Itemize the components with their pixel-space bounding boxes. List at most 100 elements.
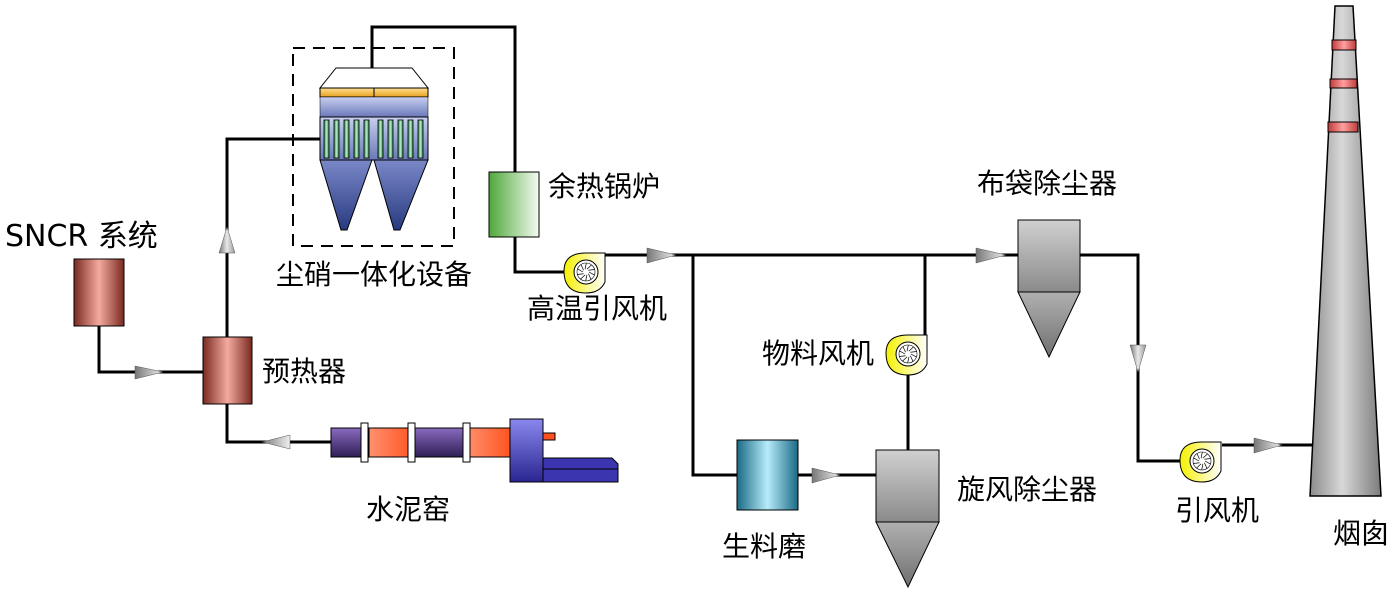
fan-blade	[910, 353, 917, 358]
fan-blade	[899, 350, 906, 355]
arrow-right-icon	[134, 365, 164, 380]
pipe-integrated-boiler	[370, 25, 517, 172]
kiln-segment	[465, 427, 511, 458]
cyclone-hopper	[875, 521, 940, 589]
sncr-system[interactable]	[73, 258, 125, 327]
fan-blade	[906, 344, 909, 352]
kiln-segment	[368, 427, 415, 458]
fan-blade	[580, 274, 586, 280]
boiler-label: 余热锅炉	[548, 170, 660, 203]
fan-blade	[910, 355, 914, 362]
raw-mill-label: 生料磨	[722, 530, 806, 563]
filter-bag	[377, 119, 384, 159]
fan-blade	[577, 268, 584, 273]
arrow-down-icon	[1129, 344, 1147, 373]
integrated-upper-chamber	[319, 96, 429, 118]
cyclone-label: 旋风除尘器	[957, 473, 1097, 506]
filter-bag	[353, 119, 360, 159]
arrow-right-icon	[811, 467, 841, 484]
raw-mill-body	[736, 439, 799, 511]
cement-kiln[interactable]	[330, 418, 619, 483]
fan-blade	[580, 264, 584, 271]
raw-mill[interactable]	[736, 439, 799, 511]
kiln-tyre	[407, 422, 416, 463]
filter-bag	[343, 119, 350, 159]
pipes	[97, 25, 1312, 477]
kiln-label: 水泥窑	[366, 493, 450, 526]
fan-blade	[1193, 462, 1200, 464]
fan-blade	[899, 355, 906, 357]
fan-blade	[588, 273, 592, 280]
fan-blade	[1204, 458, 1211, 460]
integrated-dashed-boundary	[292, 47, 455, 247]
chimney-band	[1331, 39, 1357, 51]
kiln-hood	[509, 418, 544, 483]
bag-filter-label: 布袋除尘器	[977, 167, 1117, 200]
fan-blade	[577, 273, 584, 275]
chimney[interactable]	[1309, 5, 1382, 497]
arrow-up-icon	[218, 226, 236, 254]
filter-bag	[417, 119, 424, 159]
arrow-right-icon	[975, 247, 1007, 264]
fan-blade	[1200, 451, 1203, 459]
filter-bag	[363, 119, 370, 159]
kiln-segment	[413, 427, 467, 458]
preheater[interactable]	[202, 336, 253, 405]
fan-impeller-icon	[573, 259, 599, 285]
fan-blade	[588, 269, 595, 271]
filter-bag	[397, 119, 404, 159]
sncr-label: SNCR 系统	[5, 219, 158, 254]
chimney-band	[1329, 78, 1358, 89]
pipe-boiler-fan	[513, 237, 570, 274]
filter-bag	[333, 119, 340, 159]
integrated-label: 尘硝一体化设备	[276, 258, 472, 291]
filter-bag	[387, 119, 394, 159]
pipe-sncr-preheater	[97, 326, 203, 374]
integrated-hopper-left	[319, 159, 373, 231]
sncr-tank	[73, 258, 125, 327]
waste-heat-boiler[interactable]	[488, 171, 540, 238]
kiln-cooler	[542, 457, 619, 483]
chimney-body	[1309, 5, 1382, 497]
material-fan-label: 物料风机	[762, 337, 874, 370]
pipe-kiln-preheater	[225, 404, 331, 444]
cyclone-collector[interactable]	[875, 449, 940, 589]
chimney-band	[1327, 121, 1359, 133]
integrated-hood	[318, 67, 430, 89]
bag-filter[interactable]	[1017, 219, 1081, 359]
arrow-right-icon	[646, 247, 677, 264]
induced-draft-fan[interactable]	[1179, 441, 1222, 483]
filter-bag	[323, 119, 330, 159]
fan-blade	[908, 346, 914, 352]
fan-blade	[1196, 453, 1200, 460]
fan-impeller-icon	[895, 341, 921, 367]
fan-blade	[902, 356, 908, 362]
material-fan[interactable]	[885, 334, 928, 376]
chimney-label: 烟囱	[1333, 517, 1389, 550]
integrated-hopper-right	[373, 159, 429, 231]
high-temp-fan[interactable]	[563, 252, 606, 294]
bag-filter-hopper	[1017, 291, 1081, 359]
fan-blade	[586, 264, 592, 270]
bag-filter-body	[1017, 219, 1081, 293]
fan-blade	[1193, 457, 1200, 462]
fan-blade	[584, 262, 587, 270]
filter-bags	[323, 119, 424, 159]
fan-blade	[585, 274, 588, 282]
filter-bag	[407, 119, 414, 159]
preheater-label: 预热器	[262, 355, 346, 388]
pipe-preheater-integrated	[225, 137, 320, 337]
high-temp-fan-label: 高温引风机	[527, 292, 667, 325]
arrow-left-icon	[261, 434, 291, 450]
pipe-bagfilter-idfan	[1080, 253, 1185, 463]
fan-blade	[1196, 463, 1202, 469]
flow-arrows	[134, 226, 1283, 484]
fan-blade	[907, 356, 910, 364]
fan-blade	[1201, 463, 1204, 471]
preheater-tank	[202, 336, 253, 405]
id-fan-label: 引风机	[1175, 494, 1259, 527]
fan-blade	[1204, 462, 1208, 469]
integrated-denox-dust-unit[interactable]	[292, 47, 455, 247]
fan-blade	[1202, 453, 1208, 459]
